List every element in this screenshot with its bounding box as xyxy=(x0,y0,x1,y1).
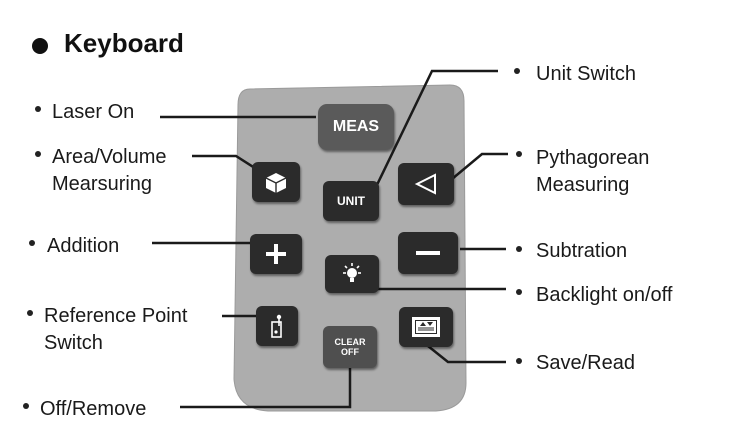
reference-point-icon xyxy=(271,314,282,338)
area-volume-label-line2: Mearsuring xyxy=(52,173,153,195)
unit-button[interactable]: UNIT xyxy=(323,181,379,221)
off-remove-bullet xyxy=(23,403,29,409)
triangle-left-icon xyxy=(414,173,436,195)
backlight-label: Backlight on/off xyxy=(536,284,673,306)
lightbulb-icon xyxy=(343,263,361,282)
clear-label: CLEAR xyxy=(334,337,366,347)
reference-point-button[interactable] xyxy=(256,306,298,346)
off-label: OFF xyxy=(341,347,359,357)
laser-on-bullet xyxy=(35,106,41,112)
memory-screen-icon xyxy=(412,317,440,337)
unit-switch-label: Unit Switch xyxy=(536,63,637,85)
pythagorean-bullet xyxy=(516,151,522,157)
pythagorean-label-line2: Measuring xyxy=(536,174,630,196)
addition-bullet xyxy=(29,240,35,246)
save-read-button[interactable] xyxy=(399,307,453,347)
save-read-bullet xyxy=(516,358,522,364)
addition-label: Addition xyxy=(47,235,120,257)
pythagorean-line xyxy=(445,152,508,185)
laser-on-label: Laser On xyxy=(52,101,135,123)
subtraction-bullet xyxy=(516,246,522,252)
area-volume-bullet xyxy=(35,151,41,157)
minus-icon xyxy=(416,251,440,255)
area-volume-label-line1: Area/Volume xyxy=(52,146,167,168)
backlight-bullet xyxy=(516,289,522,295)
area-volume-button[interactable] xyxy=(252,162,300,202)
clear-off-button[interactable]: CLEAR OFF xyxy=(323,326,377,368)
page-title: Keyboard xyxy=(64,28,184,58)
unit-switch-line xyxy=(373,69,498,190)
subtraction-label: Subtration xyxy=(536,240,628,262)
cube-icon xyxy=(265,173,287,193)
save-read-label: Save/Read xyxy=(536,352,635,374)
pythagorean-label-line1: Pythagorean xyxy=(536,147,650,169)
save-read-line xyxy=(427,345,506,364)
area-volume-line xyxy=(192,154,259,172)
plus-icon xyxy=(266,244,286,264)
unit-switch-bullet xyxy=(514,68,520,74)
reference-point-bullet xyxy=(27,310,33,316)
backlight-button[interactable] xyxy=(325,255,379,293)
reference-point-label-line2: Switch xyxy=(44,332,103,354)
pythagorean-button[interactable] xyxy=(398,163,454,205)
meas-button[interactable]: MEAS xyxy=(318,104,394,150)
subtraction-button[interactable] xyxy=(398,232,458,274)
reference-point-label-line1: Reference Point xyxy=(44,305,188,327)
off-remove-line xyxy=(180,364,352,409)
off-remove-label: Off/Remove xyxy=(40,398,147,420)
title-bullet xyxy=(32,38,48,54)
addition-button[interactable] xyxy=(250,234,302,274)
